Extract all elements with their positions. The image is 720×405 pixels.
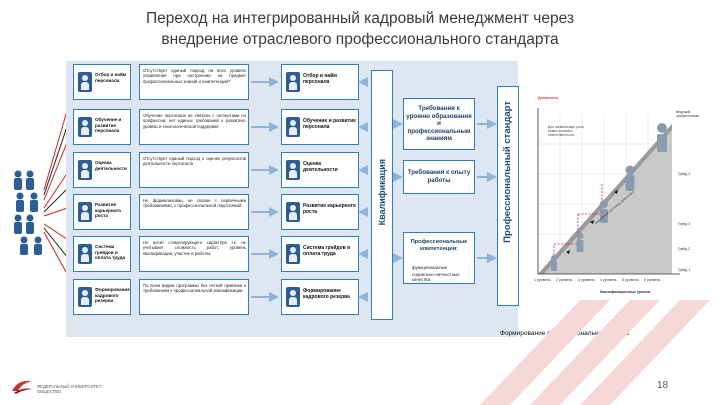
reserve-icon <box>286 287 300 307</box>
university-logo-icon <box>12 380 32 394</box>
lift-x-axis-label: Квалификационные уровни <box>600 290 650 294</box>
left-function-label: Развитие карьерного роста <box>95 202 122 219</box>
requirements-education-box: Требования к уровню образования и профес… <box>403 98 475 150</box>
problem-description-text: Не носит стимулирующего характера т.к. н… <box>143 240 246 256</box>
right-function-label: Отбор и найм персонала <box>303 73 337 85</box>
logo-line-1: ФЕДЕРАЛЬНЫЙ УНИВЕРСИТЕТ <box>37 384 102 389</box>
qualification-label: Квалификация <box>377 159 387 226</box>
title-line-2: внедрение отраслевого профессионального … <box>161 31 559 48</box>
career-icon <box>286 202 300 222</box>
problem-description-box: Отсутствует единый подход к оценке резул… <box>139 152 249 188</box>
training-icon <box>78 117 92 137</box>
right-function-label: Система грейдов и оплата труда <box>303 245 351 257</box>
lift-grade-3: Грейд 3 <box>678 222 691 226</box>
left-function-box: Оценка деятельности <box>73 152 131 188</box>
page-number: 18 <box>657 380 669 391</box>
lift-top-note: Ведущий профессионал <box>676 110 700 119</box>
standard-box: Профессиональный стандарт <box>497 86 519 306</box>
competency-item-2: социально-личностные качества <box>412 272 460 283</box>
problem-description-text: Отсутствует единый подход на всех уровня… <box>143 68 246 84</box>
qualification-box: Квалификация <box>371 70 393 320</box>
right-function-box: Оценка деятельности <box>281 152 359 188</box>
lift-x-tick: 4 уровень <box>600 278 617 282</box>
professional-lift-chart <box>537 108 680 275</box>
right-function-box: Развитие карьерного роста <box>281 194 359 230</box>
lift-grade-2: Грейд 2 <box>678 247 691 251</box>
left-function-label: Формирование кадрового резерва <box>95 287 130 304</box>
problem-description-box: Не носит стимулирующего характера т.к. н… <box>139 236 249 272</box>
left-function-box: Система грейдов и оплата труда <box>73 236 131 272</box>
standard-label: Профессиональный стандарт <box>502 101 513 243</box>
problem-description-text: Отсутствует единый подход к оценке резул… <box>143 156 246 167</box>
right-function-label: Оценка деятельности <box>303 161 338 173</box>
person-icon <box>78 72 92 92</box>
lift-x-tick: 2 уровень <box>556 278 573 282</box>
requirements-competency-box: Профессиональные компетенции: функционал… <box>403 232 475 284</box>
left-function-label: Отбор и найм персонала <box>95 72 127 83</box>
problem-description-text: Обучение персонала не связано с эксперта… <box>143 113 246 129</box>
problem-description-box: По всем видам программы без четкой привя… <box>139 279 249 315</box>
left-function-label: Система грейдов и оплата труда <box>95 244 126 261</box>
problem-description-text: Не формализован, не связан с первичными … <box>143 198 246 209</box>
left-function-box: Формирование кадрового резерва <box>73 279 131 315</box>
right-function-label: Формирование кадрового резерва <box>303 288 350 300</box>
requirements-experience-box: Требования к опыту работы <box>403 160 475 194</box>
left-function-box: Развитие карьерного роста <box>73 194 131 230</box>
requirements-education-text: Требования к уровню образования и профес… <box>406 105 472 143</box>
competency-item-1: функциональные <box>412 265 448 270</box>
slide-title: Переход на интегрированный кадровый мене… <box>0 8 720 50</box>
lift-x-tick: 1 уровень <box>534 278 551 282</box>
employees-group-icon <box>14 170 42 255</box>
requirements-competency-text: Профессиональные компетенции: <box>410 239 468 252</box>
person-icon <box>286 72 300 92</box>
decorative-stripes <box>480 300 710 405</box>
right-function-label: Развитие карьерного роста <box>303 203 356 215</box>
evaluation-icon <box>286 160 300 180</box>
problem-description-text: По всем видам программы без четкой привя… <box>143 283 246 294</box>
right-function-box: Формирование кадрового резерва <box>281 279 359 315</box>
left-function-box: Обучение и развитие персонала <box>73 109 131 145</box>
logo-text: ФЕДЕРАЛЬНЫЙ УНИВЕРСИТЕТ ОБЩЕСТВО <box>37 384 101 394</box>
lift-inner-note: Для начинающих роль, новых знаний и отве… <box>548 125 585 138</box>
payroll-icon <box>286 244 300 264</box>
career-icon <box>78 202 92 222</box>
left-function-label: Обучение и развитие персонала <box>95 117 122 134</box>
problem-description-box: Не формализован, не связан с первичными … <box>139 194 249 230</box>
lift-x-tick: 5 уровень <box>622 278 639 282</box>
left-function-box: Отбор и найм персонала <box>73 64 131 100</box>
right-function-box: Система грейдов и оплата труда <box>281 236 359 272</box>
payroll-icon <box>78 244 92 264</box>
reserve-icon <box>78 287 92 307</box>
problem-description-box: Обучение персонала не связано с эксперта… <box>139 109 249 145</box>
evaluation-icon <box>78 160 92 180</box>
requirements-experience-text: Требования к опыту работы <box>407 169 471 184</box>
lift-grade-4: Грейд 4 <box>678 172 691 176</box>
lift-y-axis-label: Должности <box>538 96 558 100</box>
right-function-box: Отбор и найм персонала <box>281 64 359 100</box>
right-function-label: Обучение и развитие персонала <box>303 118 356 130</box>
lift-x-tick: 6 уровень <box>644 278 661 282</box>
training-icon <box>286 117 300 137</box>
logo-line-2: ОБЩЕСТВО <box>37 389 62 394</box>
title-line-1: Переход на интегрированный кадровый мене… <box>145 10 575 27</box>
lift-x-tick: 3 уровень <box>578 278 595 282</box>
left-function-label: Оценка деятельности <box>95 160 127 171</box>
problem-description-box: Отсутствует единый подход на всех уровня… <box>139 64 249 100</box>
lift-grade-1: Грейд 1 <box>678 268 691 272</box>
